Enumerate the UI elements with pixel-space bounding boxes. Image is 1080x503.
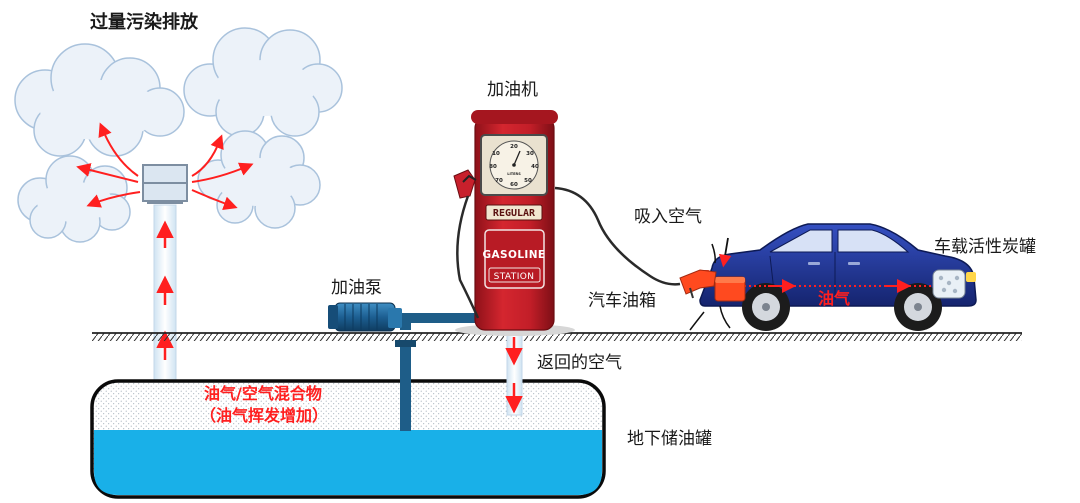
svg-text:20: 20 [510, 144, 518, 150]
storage-tank-label: 地下储油罐 [627, 429, 712, 449]
emission-label: 过量污染排放 [90, 11, 199, 33]
pollution-clouds [14, 27, 343, 243]
tank-liquid [94, 430, 602, 495]
svg-text:70: 70 [495, 178, 503, 184]
refuel-hose [554, 186, 681, 286]
cloud-top-right [183, 27, 343, 137]
svg-text:40: 40 [531, 164, 539, 170]
car-wheel-rear [742, 283, 790, 331]
emission-arrows [76, 122, 254, 210]
svg-text:80: 80 [489, 164, 497, 170]
dispenser-badge: REGULAR [493, 208, 536, 219]
dispenser-brand-line2: STATION [494, 272, 535, 282]
returned-air-label: 返回的空气 [537, 353, 622, 373]
car-wheel-front [894, 283, 942, 331]
fuel-gauge: 10 20 30 40 50 60 70 80 LITERS [489, 140, 539, 190]
svg-text:60: 60 [510, 182, 518, 188]
svg-text:LITERS: LITERS [507, 172, 521, 176]
dispenser-label: 加油机 [487, 80, 538, 100]
cloud-bottom-left [17, 155, 131, 243]
fuel-tank-label: 汽车油箱 [588, 291, 656, 311]
svg-text:30: 30 [526, 151, 534, 157]
fuel-nozzle [679, 269, 717, 299]
svg-text:50: 50 [524, 178, 532, 184]
cloud-bottom-right [197, 130, 321, 229]
fuel-pump-motor [328, 302, 402, 332]
mixture-label-line2: （油气挥发增加） [200, 406, 328, 425]
car [679, 223, 977, 331]
supply-pipe-vertical [400, 343, 411, 431]
pump-label: 加油泵 [331, 278, 382, 298]
svg-text:10: 10 [492, 151, 500, 157]
dispenser-brand-line1: GASOLINE [483, 249, 546, 261]
fuel-pipes [395, 313, 475, 431]
car-fuel-tank [714, 276, 746, 302]
canister-label: 车载活性炭罐 [934, 237, 1036, 257]
mixture-label-line1: 油气/空气混合物 [204, 384, 322, 403]
underground-storage-tank [90, 379, 606, 499]
motor-to-dispenser-pipe [395, 313, 475, 323]
dispenser-hose [456, 195, 480, 319]
charcoal-canister [932, 269, 966, 299]
cloud-top-left [14, 43, 185, 157]
fuel-dispenser: 10 20 30 40 50 60 70 80 LITERS REGULAR G… [453, 110, 575, 336]
air-intake-label: 吸入空气 [634, 207, 702, 227]
vapor-label: 油气 [818, 289, 850, 308]
return-air-pipe [505, 332, 523, 416]
